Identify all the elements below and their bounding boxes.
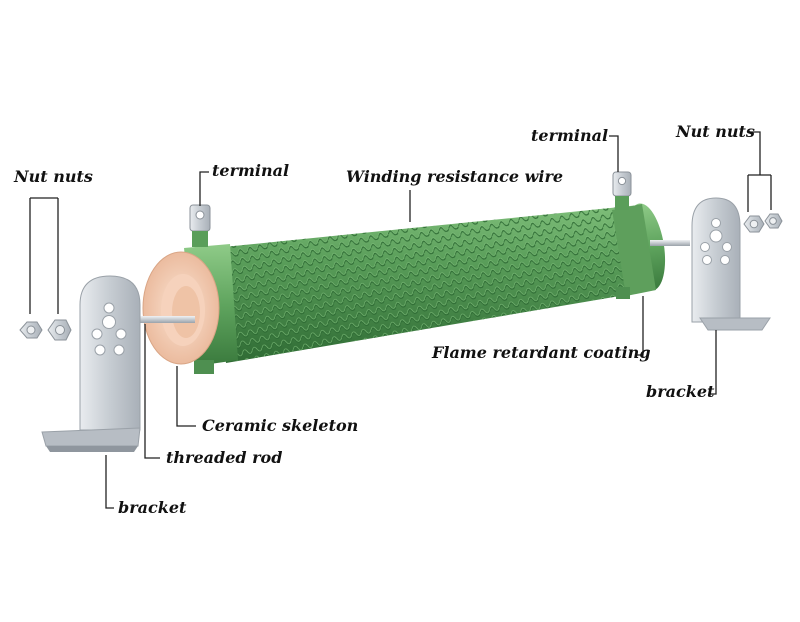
- resistor-body: [184, 203, 666, 366]
- label-ceramic-skeleton: Ceramic skeleton: [202, 416, 359, 435]
- right-foot: [616, 287, 630, 299]
- bracket-right: [691, 197, 771, 331]
- label-nut-nuts-right: Nut nuts: [676, 122, 755, 141]
- nuts-left: [19, 319, 72, 341]
- label-winding-resistance-wire: Winding resistance wire: [346, 167, 564, 186]
- left-foot: [194, 360, 214, 374]
- terminal-left-tab: [189, 204, 211, 247]
- label-terminal-right: terminal: [531, 126, 609, 145]
- label-flame-retardant-coating: Flame retardant coating: [432, 343, 651, 362]
- threaded-rod: [140, 240, 690, 323]
- label-terminal-left: terminal: [212, 161, 290, 180]
- nuts-right: [743, 213, 783, 233]
- ceramic-skeleton: [142, 251, 220, 365]
- terminal-right-tab: [612, 171, 632, 210]
- leader-lines: [29, 131, 772, 509]
- label-nut-nuts-left: Nut nuts: [14, 167, 93, 186]
- label-threaded-rod: threaded rod: [166, 448, 283, 467]
- label-bracket-left: bracket: [118, 498, 187, 517]
- label-bracket-right: bracket: [646, 382, 715, 401]
- bracket-left: [41, 275, 141, 452]
